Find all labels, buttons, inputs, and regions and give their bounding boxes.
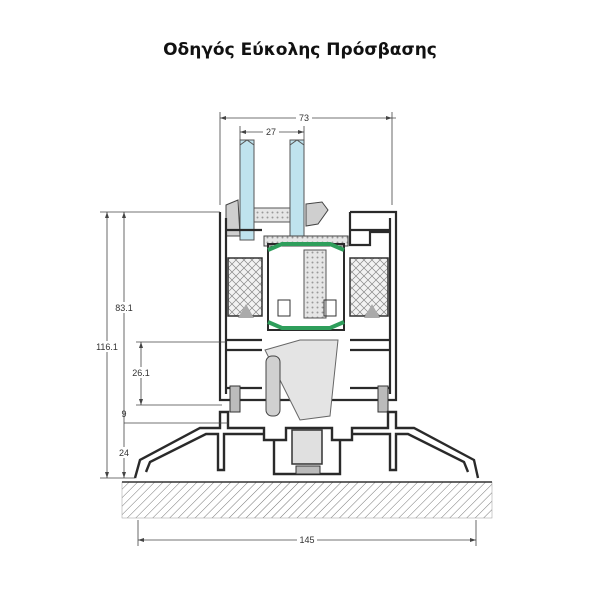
insulated-chambers <box>227 257 389 317</box>
dimension-arrows <box>105 116 476 542</box>
dim-label-145: 145 <box>299 535 314 545</box>
threshold-frame <box>133 410 480 479</box>
dim-label-116-1: 116.1 <box>96 342 118 352</box>
dim-label-83-1: 83.1 <box>115 303 133 313</box>
floor-hatch <box>121 481 493 519</box>
dim-label-73: 73 <box>299 113 309 123</box>
dim-label-27: 27 <box>266 127 276 137</box>
sash-profile <box>218 210 398 402</box>
thermal-break <box>263 235 349 331</box>
dim-label-26-1: 26.1 <box>132 368 150 378</box>
diagram-title: Οδηγός Εύκολης Πρόσβασης <box>163 40 437 60</box>
dim-label-24: 24 <box>119 448 129 458</box>
double-glazing <box>239 139 305 241</box>
glazing-gaskets <box>225 199 329 237</box>
roller-track <box>229 304 389 421</box>
dim-label-9: 9 <box>121 409 126 419</box>
